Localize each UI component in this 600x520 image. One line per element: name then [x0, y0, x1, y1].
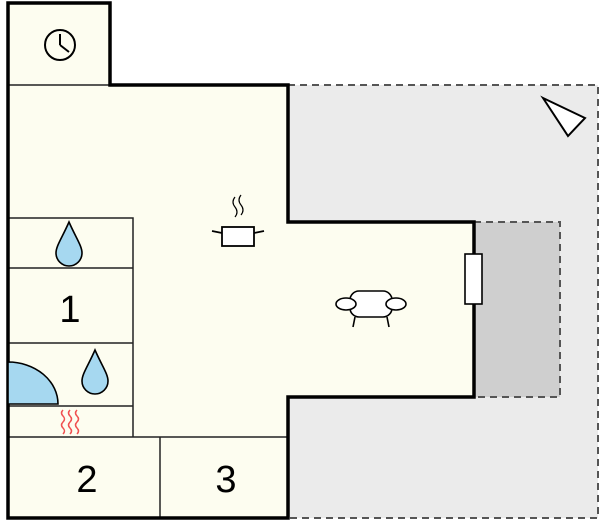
shower-icon: [7, 361, 59, 405]
armchair-icon: [335, 290, 407, 328]
water-drop-icon: [55, 220, 83, 267]
compass-arrow-icon: [540, 95, 587, 138]
cooking-pot-icon: [211, 194, 265, 247]
interior-floor: [8, 3, 474, 518]
inner-walls: [8, 84, 288, 518]
water-drop-icon: [81, 348, 109, 395]
clock-icon: [44, 29, 76, 61]
room-number-2: 2: [76, 459, 97, 501]
heat-sauna-icon: [60, 409, 80, 435]
outer-walls: [6, 1, 476, 520]
fireplace-icon: [464, 253, 483, 305]
room-number-1: 1: [59, 289, 80, 331]
covered-annex: [474, 222, 560, 397]
annex-outline: [474, 221, 561, 398]
room-number-3: 3: [215, 459, 236, 501]
